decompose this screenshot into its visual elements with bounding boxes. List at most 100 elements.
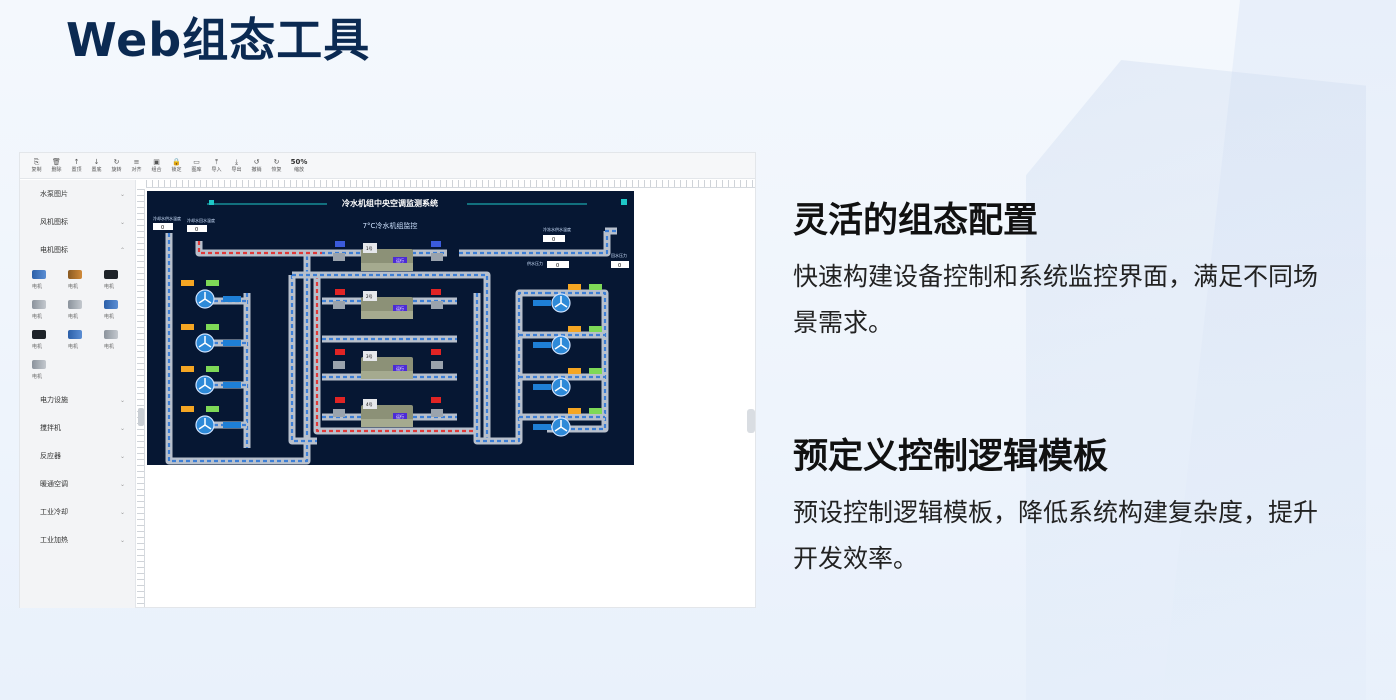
component-label: 电机 xyxy=(104,314,115,320)
feature-title-flexible-config: 灵活的组态配置 xyxy=(793,201,1039,241)
motor-icon xyxy=(32,270,46,279)
background-building-shape xyxy=(1026,60,1366,700)
toolbar-button-export[interactable]: ⤓导出 xyxy=(228,155,245,177)
toolbar-button-label: 复制 xyxy=(31,166,42,173)
component-label: 电机 xyxy=(32,344,43,350)
sidebar-category[interactable]: 搅拌机⌄ xyxy=(20,414,135,442)
toolbar-button-gallery[interactable]: ▭图库 xyxy=(188,155,205,177)
component-label: 电机 xyxy=(32,284,43,290)
status-tag xyxy=(431,289,441,295)
component-motor[interactable]: 电机 xyxy=(32,330,68,350)
status-tag xyxy=(533,300,551,306)
component-sidebar: 水泵图片⌄风机图标⌄电机图标⌃电机电机电机电机电机电机电机电机电机电机电力设施⌄… xyxy=(20,180,136,608)
chevron-down-icon: ⌄ xyxy=(119,536,125,544)
toolbar-button-arrow-down[interactable]: ↓置底 xyxy=(88,155,105,177)
motor-icon xyxy=(104,270,118,279)
pipe-outer xyxy=(459,231,611,257)
return-pressure-label: 回水压力 xyxy=(611,252,627,258)
chiller-name: 1号 xyxy=(366,245,373,251)
component-motor[interactable]: 电机 xyxy=(68,330,104,350)
status-tag xyxy=(335,289,345,295)
toolbar-button-group[interactable]: ▣组合 xyxy=(148,155,165,177)
chevron-down-icon: ⌄ xyxy=(119,508,125,516)
zoom-control[interactable]: 50%缩放 xyxy=(288,155,310,177)
toolbar-button-lock[interactable]: 🔒锁定 xyxy=(168,155,185,177)
motor-icon xyxy=(68,330,82,339)
cooling-tower-fan-left xyxy=(181,406,241,435)
sidebar-category[interactable]: 电机图标⌃ xyxy=(20,236,135,264)
pump-icon xyxy=(431,301,443,309)
feature-desc-logic-templates: 预设控制逻辑模板，降低系统构建复杂度，提升开发效率。 xyxy=(793,498,1319,573)
pump-icon xyxy=(431,253,443,261)
return-pressure-value: 0 xyxy=(618,263,621,269)
supply-temp-label: 冷却水供水温度 xyxy=(153,215,181,221)
pipe-flow xyxy=(459,231,609,255)
toolbar-button-label: 导出 xyxy=(231,166,242,173)
component-motor[interactable]: 电机 xyxy=(68,300,104,320)
component-motor[interactable]: 电机 xyxy=(104,330,135,350)
hmi-subtitle: 7°C冷水机组监控 xyxy=(363,221,418,230)
toolbar-button-rotate[interactable]: ↻旋转 xyxy=(108,155,125,177)
toolbar-button-align[interactable]: ≡对齐 xyxy=(128,155,145,177)
toolbar-button-redo[interactable]: ↻恢复 xyxy=(268,155,285,177)
sidebar-category[interactable]: 电力设施⌄ xyxy=(20,386,135,414)
lock-icon: 🔒 xyxy=(172,157,181,166)
chevron-down-icon: ⌄ xyxy=(119,218,125,226)
component-motor[interactable]: 电机 xyxy=(68,270,104,290)
toolbar-button-delete[interactable]: 🗑删除 xyxy=(48,155,65,177)
status-tag xyxy=(589,326,602,332)
run-status-text: 运行 xyxy=(396,413,404,419)
cooling-tower-fan-left xyxy=(181,324,241,353)
pipe-flow xyxy=(167,233,447,463)
sidebar-scroll-handle[interactable] xyxy=(138,408,144,426)
chiller-name: 3号 xyxy=(366,353,373,359)
component-motor[interactable]: 电机 xyxy=(32,360,68,380)
toolbar-button-label: 图库 xyxy=(191,166,202,173)
sidebar-category[interactable]: 暖通空调⌄ xyxy=(20,470,135,498)
fan-blade xyxy=(554,296,568,308)
pressure-label: 供水压力 xyxy=(527,260,543,266)
panel-collapse-handle[interactable] xyxy=(747,409,755,433)
hmi-canvas[interactable]: 冷水机组中央空调监测系统 7°C冷水机组监控 冷却水供水温度 0 冷却水回水温度… xyxy=(147,191,634,465)
fan-blade xyxy=(198,378,212,390)
return-temp-label: 冷却水回水温度 xyxy=(187,217,215,223)
sidebar-category[interactable]: 风机图标⌄ xyxy=(20,208,135,236)
status-tag xyxy=(335,241,345,247)
run-status-badge xyxy=(393,413,407,419)
component-motor[interactable]: 电机 xyxy=(104,300,135,320)
run-status-badge xyxy=(393,305,407,311)
toolbar-button-copy[interactable]: ⎘复制 xyxy=(28,155,45,177)
sidebar-category[interactable]: 工业加热⌄ xyxy=(20,526,135,554)
chilled-supply-value: 0 xyxy=(552,237,555,243)
fan-blade xyxy=(554,380,568,392)
status-tag xyxy=(181,324,194,330)
component-label: 电机 xyxy=(104,284,115,290)
status-tag xyxy=(181,406,194,412)
motor-icon xyxy=(32,360,46,369)
sidebar-category[interactable]: 水泵图片⌄ xyxy=(20,180,135,208)
component-motor[interactable]: 电机 xyxy=(104,270,135,290)
status-tag xyxy=(431,349,441,355)
return-pressure-box xyxy=(611,261,629,268)
pipe-flow xyxy=(197,241,322,255)
gallery-icon: ▭ xyxy=(193,157,200,166)
motor-icon xyxy=(68,300,82,309)
sidebar-category-label: 搅拌机 xyxy=(40,424,61,432)
pipe-flow xyxy=(547,291,607,431)
toolbar-button-import[interactable]: ⤒导入 xyxy=(208,155,225,177)
chiller-diagram: 冷水机组中央空调监测系统 7°C冷水机组监控 冷却水供水温度 0 冷却水回水温度… xyxy=(153,198,629,465)
zoom-value: 50% xyxy=(290,157,308,166)
component-label: 电机 xyxy=(32,314,43,320)
status-tag xyxy=(223,422,241,428)
pipe-outer xyxy=(195,241,322,257)
component-motor[interactable]: 电机 xyxy=(32,300,68,320)
sidebar-category[interactable]: 工业冷却⌄ xyxy=(20,498,135,526)
component-motor[interactable]: 电机 xyxy=(32,270,68,290)
toolbar-button-undo[interactable]: ↺撤销 xyxy=(248,155,265,177)
page-title: Web组态工具 xyxy=(66,13,371,67)
toolbar-button-arrow-up[interactable]: ↑置顶 xyxy=(68,155,85,177)
chiller-panel xyxy=(363,291,377,301)
import-icon: ⤒ xyxy=(214,157,219,166)
sidebar-category[interactable]: 反应器⌄ xyxy=(20,442,135,470)
